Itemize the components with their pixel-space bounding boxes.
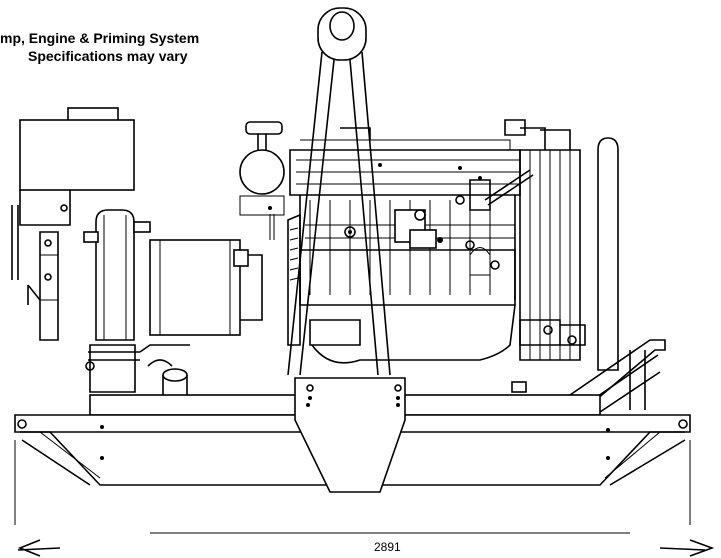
dimension-line xyxy=(17,532,715,557)
left-bracket xyxy=(27,231,59,341)
air-cleaner xyxy=(239,121,285,240)
title-line-1: mp, Engine & Priming System xyxy=(0,30,200,46)
skid-ramp xyxy=(569,339,666,413)
lifting-frame xyxy=(287,7,391,376)
radiator xyxy=(504,119,619,393)
pump-body xyxy=(83,209,263,395)
lifting-foot xyxy=(294,377,406,493)
title-line-2: Specifications may vary xyxy=(28,48,188,64)
fuel-tank xyxy=(11,107,135,280)
dimension-label: 2891 xyxy=(374,540,401,554)
engine-block xyxy=(287,127,534,364)
